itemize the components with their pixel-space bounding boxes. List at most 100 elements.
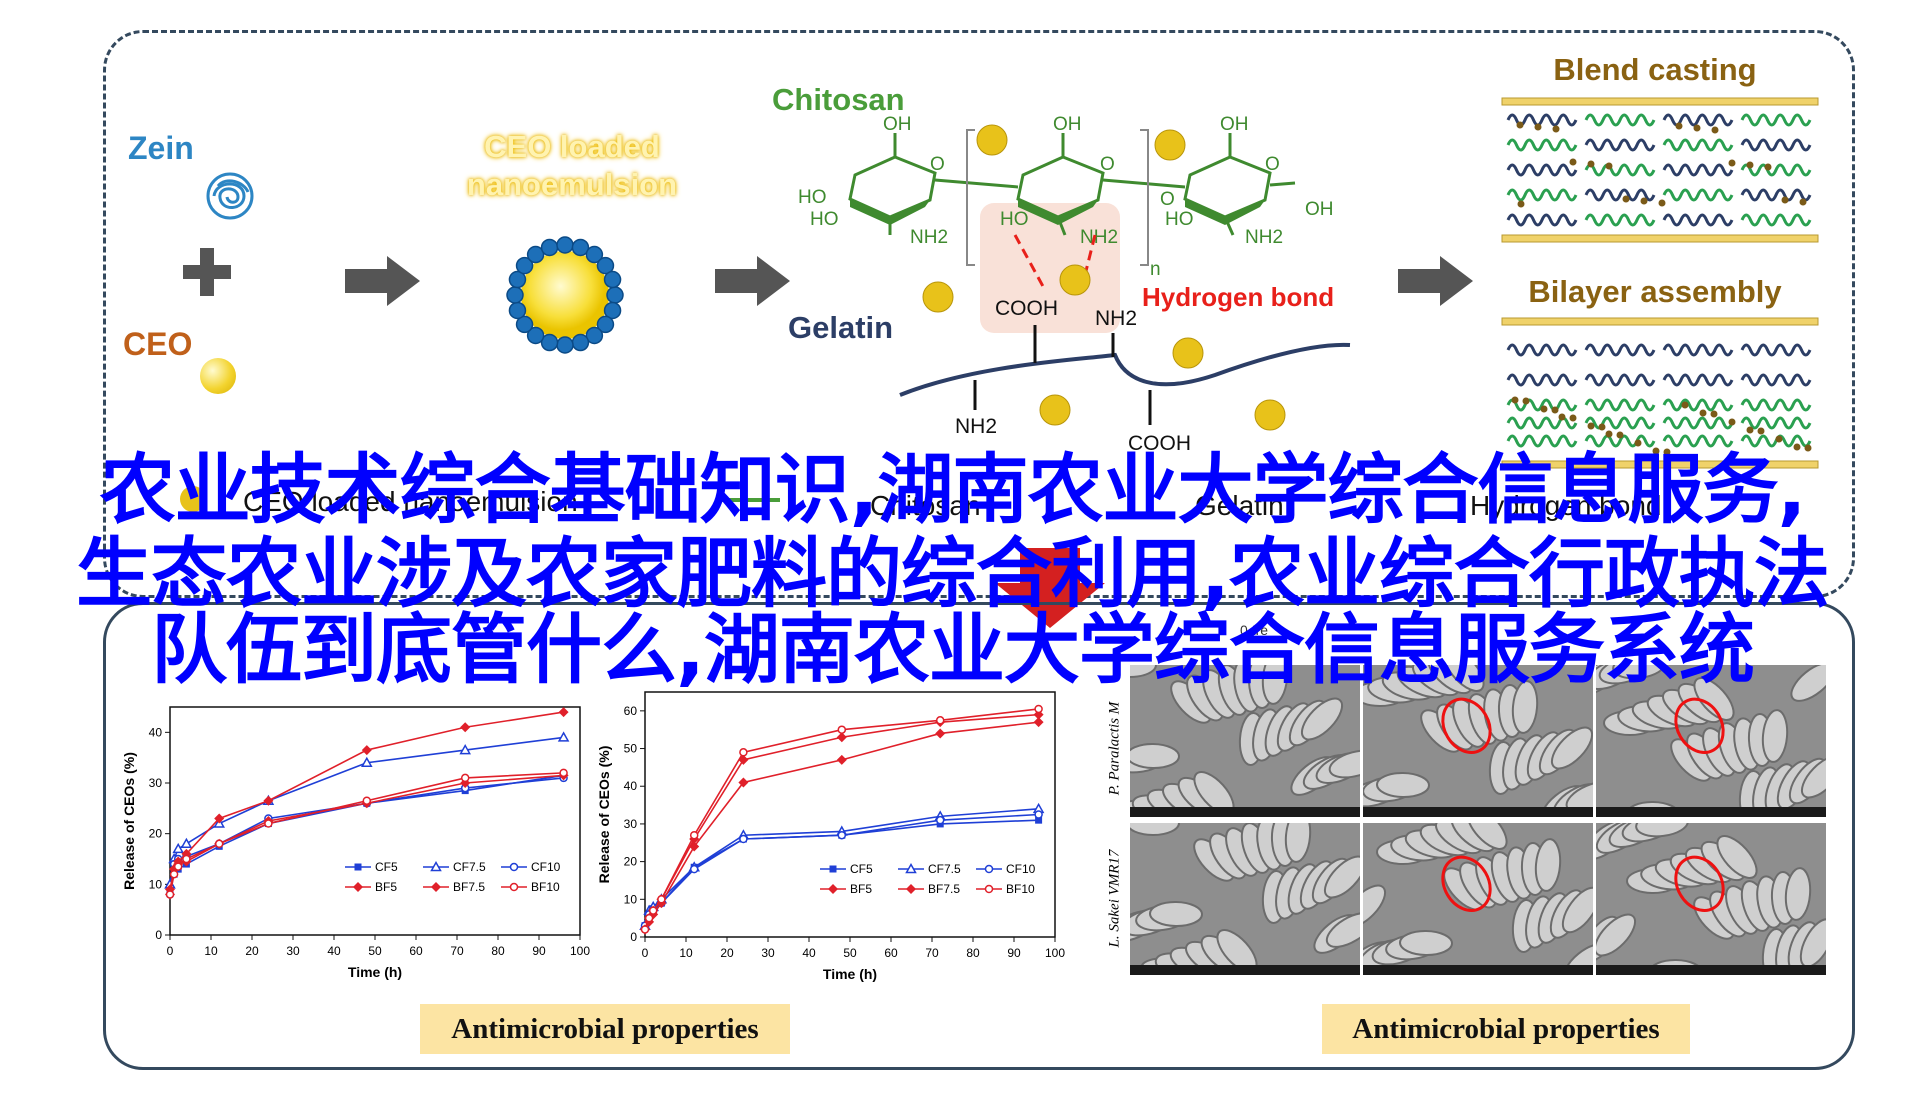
polymer-chain [1506,138,1578,152]
ceo-dot [1640,197,1648,205]
ho-label-3: HO [1000,209,1029,230]
nh2-label: NH2 [910,227,948,248]
surfactant-bead [515,315,534,334]
bacterium [1130,665,1157,678]
ceo-dot [1699,409,1707,417]
x-tick-label: 90 [1007,946,1021,960]
series-line [169,774,564,895]
bacterium [1443,665,1485,692]
data-point [738,777,749,788]
ceo-dot [1728,418,1736,426]
oh-label: OH [883,114,912,135]
y-tick-label: 40 [149,725,163,739]
data-point [460,722,471,733]
surfactant-bead [506,286,524,304]
sem-image-grid: P. Paralactis M L. Sakei VMR17 [1105,665,1826,980]
data-point [739,748,748,757]
n-label: n [1150,259,1161,280]
data-point [828,884,838,894]
polymer-chain [1506,398,1578,412]
nh2-label-3: NH2 [1245,227,1283,248]
preparation-scheme-panel [103,30,1855,598]
y-tick-label: 10 [149,877,163,891]
nanoemulsion-label-line2: nanoemulsion [466,167,678,202]
sem-image [1596,665,1826,817]
bacterium [1561,886,1593,934]
ceo-dot [1764,163,1772,171]
legend-label: CF10 [531,860,561,874]
legend-entry: CF10 [501,860,561,874]
zein-label: Zein [128,130,194,166]
bacterium [1550,726,1593,770]
data-point [1034,704,1043,714]
series-BF5 [165,770,569,900]
ceo-dot [1693,124,1701,132]
ho-label-4: HO [1165,209,1194,230]
ceo-dot [1710,410,1718,418]
surfactant-bead [596,256,615,275]
ceo-dot [1598,423,1606,431]
bacterium [1511,680,1539,734]
overlay-title-line3: 队伍到底管什么,湖南农业大学综合信息服务系统 [151,605,1755,694]
sem-info-bar [1130,965,1360,975]
antimicrobial-tag-left: Antimicrobial properties [420,1004,790,1054]
data-point [169,869,179,879]
y-tick-label: 30 [149,776,163,790]
y-tick-label: 0 [155,928,162,942]
legend-label: BF10 [531,880,560,894]
surfactant-bead [508,270,527,289]
data-point [557,731,570,742]
polymer-chain [1506,213,1578,227]
plus-icon-vertical [200,248,214,296]
sem-image [1130,823,1360,975]
ceo-dot [1799,198,1807,206]
ho-label-2: HO [810,209,839,230]
ceo-dot [1804,444,1812,452]
series-CF10 [165,773,568,899]
ceo-dot [1775,435,1783,443]
sem-info-bar [1363,807,1593,817]
surfactant-bead [540,333,559,352]
oh-label-2: OH [1053,114,1082,135]
bacterium [1693,677,1735,721]
x-tick-label: 100 [1045,946,1065,960]
legend-entry: CF7.5 [423,860,486,874]
polymer-chain [1740,113,1812,127]
ceo-dot [1558,413,1566,421]
sem-image [1363,823,1593,975]
ceo-dot [1616,431,1624,439]
ceo-dot [1793,443,1801,451]
nh2-gelatin-label-2: NH2 [955,415,997,438]
chitosan-gelatin-structure: OH OH OH HO HO HO HO O O O O NH2 NH2 NH2… [798,114,1351,455]
ceo-dot [1587,422,1595,430]
surfactant-bead [556,336,574,354]
ceo-dot [1658,199,1666,207]
bacterium [1376,771,1430,799]
data-point [361,756,373,767]
surfactant-bead [603,301,622,320]
polymer-chain [1740,398,1812,412]
polymer-chain [1662,213,1734,227]
bacterium [1596,913,1637,957]
polymer-chain [1740,138,1812,152]
data-point [509,862,519,872]
y-tick-label: 30 [624,817,638,831]
data-point [935,716,945,725]
data-point [689,830,699,840]
bacterium [1466,823,1508,850]
ceo-dot [1569,158,1577,166]
ceo-dot [1622,195,1630,203]
polymer-chain [1662,188,1734,202]
data-point [640,925,650,934]
surfactant-bead [508,301,527,320]
nh2-label-2: NH2 [1080,227,1118,248]
data-point [165,890,175,899]
polymer-chain [1662,398,1734,412]
surfactant-bead [596,315,615,334]
series-line [169,772,564,895]
data-point [558,707,569,718]
legend-entry: CF7.5 [898,862,961,876]
data-point [214,813,225,824]
series-line [169,774,564,890]
sem-row1-label: P. Paralactis M [1106,701,1123,796]
